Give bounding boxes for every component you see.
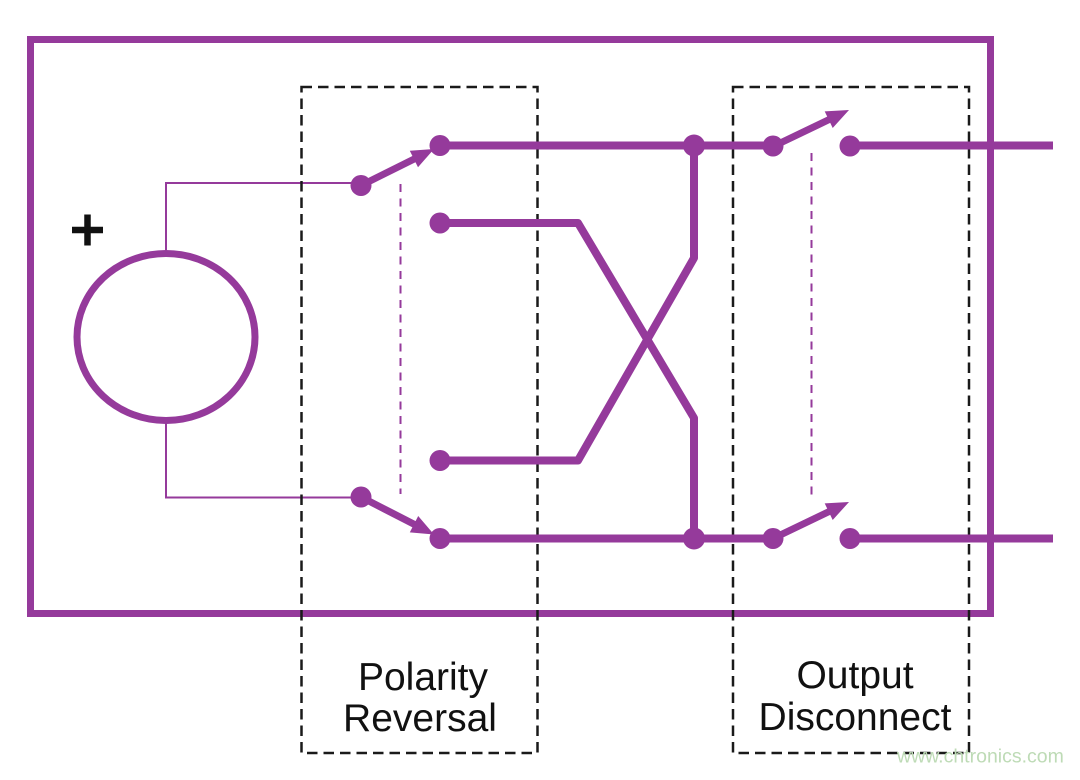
svg-text:Disconnect: Disconnect bbox=[759, 696, 952, 739]
svg-text:Output: Output bbox=[796, 654, 913, 697]
svg-text:www.chtronics.com: www.chtronics.com bbox=[896, 746, 1064, 768]
svg-text:Polarity: Polarity bbox=[358, 656, 489, 699]
svg-text:Reversal: Reversal bbox=[343, 697, 497, 740]
